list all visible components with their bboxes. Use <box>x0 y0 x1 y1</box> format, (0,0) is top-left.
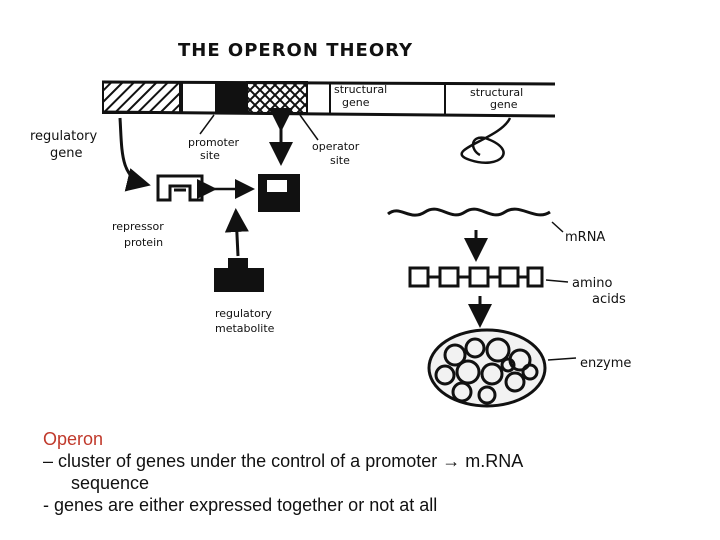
caption-line-1-text: – cluster of genes under the control of … <box>43 451 438 471</box>
amino-acids-label-1: amino <box>572 276 612 291</box>
structural-gene-1-label-1: structural <box>334 83 387 96</box>
operator-site-label-1: operator <box>312 140 360 153</box>
enzyme-blob <box>427 328 547 408</box>
amino-acid-chain <box>408 266 544 288</box>
caption-heading: Operon <box>43 429 104 449</box>
regulatory-gene-segment <box>102 81 181 114</box>
regulatory-metabolite-shape <box>214 258 264 292</box>
regulatory-metabolite-label-1: regulatory <box>215 307 272 320</box>
caption-line-1: – cluster of genes under the control of … <box>43 450 703 472</box>
structural-gene-2-label-2: gene <box>490 98 518 111</box>
arrow-icon: → <box>442 451 461 471</box>
regulatory-gene-label-2: gene <box>50 146 83 161</box>
caption-line-2: sequence <box>71 473 150 493</box>
promoter-site-label-1: promoter <box>188 136 240 149</box>
repressor-protein-label-1: repressor <box>112 220 164 233</box>
operator-site-label-2: site <box>330 154 350 167</box>
caption-line-1-end: m.RNA <box>465 451 524 471</box>
transcription-curve <box>460 117 512 164</box>
regulatory-metabolite-label-2: metabolite <box>215 322 275 335</box>
promoter-site-label-2: site <box>200 149 220 162</box>
operator-segment <box>246 81 308 114</box>
metabolite-arrow <box>224 208 249 257</box>
operon-diagram: THE OPERON THEORY structural gene struct… <box>30 40 631 408</box>
regulatory-gene-label-1: regulatory <box>30 129 98 144</box>
mrna-label: mRNA <box>565 230 605 245</box>
regulatory-gene-arrow <box>118 117 151 192</box>
dna-strand <box>101 80 556 118</box>
mrna-strand <box>387 207 551 217</box>
repressor-protein-label-2: protein <box>124 236 163 249</box>
caption-line-3: - genes are either expressed together or… <box>43 495 438 515</box>
amino-acids-label-2: acids <box>592 292 626 307</box>
structural-gene-1-label-2: gene <box>342 96 370 109</box>
enzyme-label: enzyme <box>580 356 631 371</box>
active-repressor-shape <box>258 174 300 212</box>
promoter-segment <box>215 82 247 113</box>
caption: Operon – cluster of genes under the cont… <box>43 428 703 516</box>
structural-gene-2-label-1: structural <box>470 86 523 99</box>
repressor-protein-shape <box>156 174 204 202</box>
diagram-title: THE OPERON THEORY <box>178 40 413 61</box>
